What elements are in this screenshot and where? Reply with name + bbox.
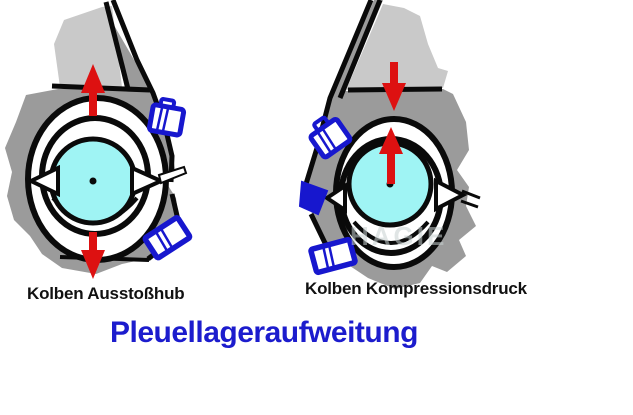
left-upward-force-arrow-icon — [81, 64, 105, 116]
right-split-notch-left — [323, 182, 347, 214]
right-rod-outer-edge — [303, 0, 374, 185]
right-rod-shank — [346, 4, 448, 90]
watermark-text: HAGIE — [350, 221, 448, 251]
right-wear-marker-top-icon — [308, 115, 353, 160]
right-upward-force-arrow-icon — [379, 127, 403, 184]
left-diagram-conrod-big-end — [5, 0, 193, 279]
right-wear-wedge-icon — [298, 180, 329, 216]
left-rod-shank — [54, 6, 122, 87]
right-shell-bottom-arc — [352, 220, 430, 245]
right-split-slot — [460, 189, 481, 209]
right-rod-inner-edge — [337, 0, 383, 99]
left-split-notch-right — [130, 164, 166, 198]
right-diagram-caption: Kolben Kompressionsdruck — [305, 279, 527, 298]
right-diagram-conrod-big-end — [298, 0, 481, 289]
left-wear-marker-top-icon — [146, 97, 187, 138]
left-wear-marker-bottom-icon — [142, 215, 193, 261]
left-diagram-caption: Kolben Ausstoßhub — [27, 284, 185, 303]
left-journal-center-dot — [89, 177, 97, 185]
left-split-notch-left — [26, 164, 60, 198]
left-rod-inner-edge — [103, 1, 131, 90]
right-downward-force-arrow-icon — [382, 62, 406, 111]
right-split-notch-right — [434, 177, 468, 213]
right-wear-marker-bottom-icon — [308, 236, 358, 276]
left-downward-force-arrow-icon — [81, 232, 105, 279]
left-split-slot — [157, 165, 188, 185]
page-title: Pleuellageraufweitung — [110, 316, 418, 349]
